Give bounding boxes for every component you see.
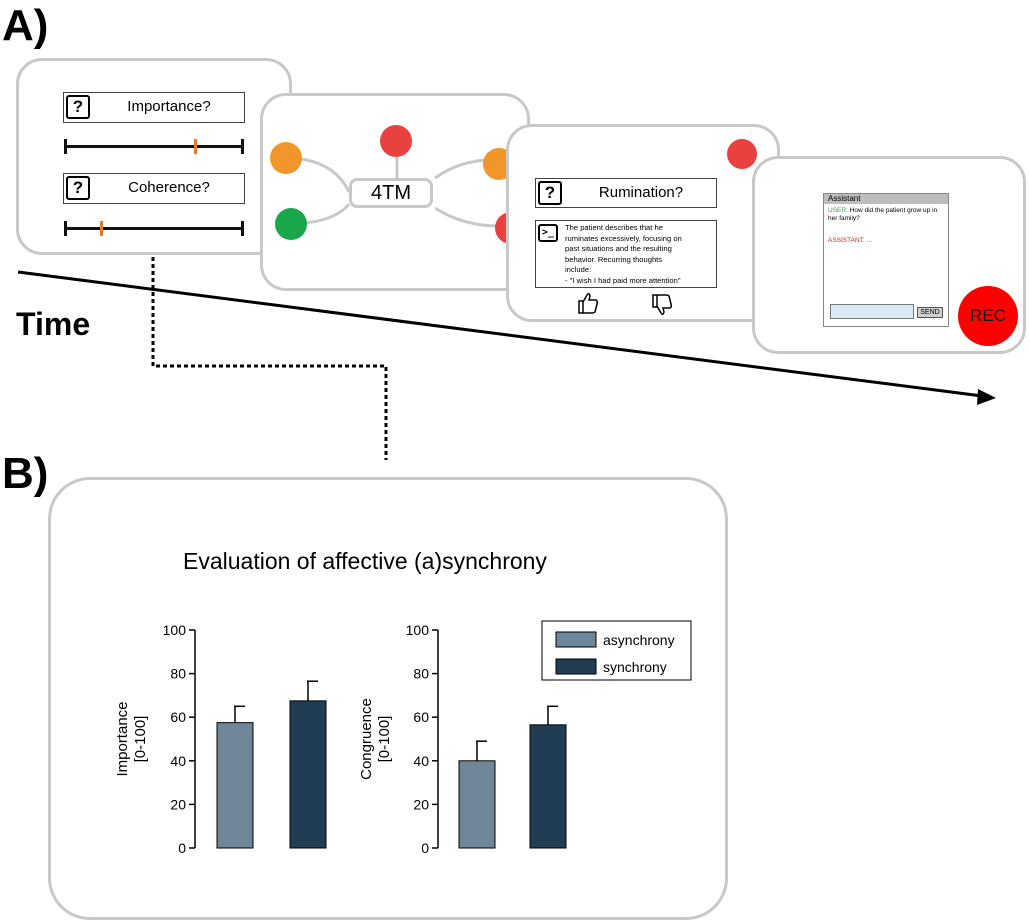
rumination-question-label: Rumination? [598, 184, 684, 201]
assistant-message: ASSISTANT: ... [828, 237, 872, 244]
bar-synchrony [289, 700, 327, 849]
orange-node [270, 142, 302, 174]
bar-synchrony [529, 724, 567, 849]
assistant-card: Assistant USER: How did the patient grow… [752, 156, 1026, 354]
y-tick-label: 0 [421, 840, 429, 856]
user-message: USER: How did the patient grow up in her… [828, 207, 938, 222]
coherence-question-label: Coherence? [128, 179, 210, 196]
y-axis-label: [0-100] [132, 716, 149, 763]
rating-card: ? Importance? ? Coherence? [16, 58, 292, 255]
evaluation-panel: Evaluation of affective (a)synchrony 0 20… [48, 477, 728, 920]
time-arrow [17, 250, 996, 460]
response-card: ? Rumination? >_ The patient describes t… [506, 124, 780, 322]
y-tick-label: 100 [163, 622, 187, 638]
importance-question-label: Importance? [127, 98, 211, 115]
window-titlebar: Assistant [824, 194, 948, 204]
coherence-question: ? Coherence? [63, 173, 245, 204]
y-axis-label: Congruence [358, 698, 375, 780]
legend-swatch-asynchrony [555, 631, 597, 648]
send-button[interactable]: SEND [917, 307, 943, 318]
panel-b-title: Evaluation of affective (a)synchrony [183, 548, 547, 574]
bar-asynchrony [216, 722, 254, 849]
network-card: 4TM [260, 93, 530, 291]
red-node [727, 139, 757, 169]
y-tick-label: 60 [170, 709, 186, 725]
y-tick-label: 60 [413, 709, 429, 725]
legend-label-asynchrony: asynchrony [603, 632, 675, 648]
y-tick-label: 0 [178, 840, 186, 856]
question-icon: ? [66, 176, 90, 200]
green-node [275, 208, 307, 240]
importance-slider[interactable] [64, 139, 244, 154]
coherence-slider[interactable] [64, 221, 244, 236]
assistant-window: Assistant USER: How did the patient grow… [823, 193, 949, 327]
importance-question: ? Importance? [63, 92, 245, 123]
y-tick-label: 20 [170, 796, 186, 812]
chat-input[interactable] [830, 304, 914, 319]
question-icon: ? [66, 95, 90, 119]
importance-slider-handle[interactable] [194, 139, 197, 154]
window-title: Assistant [828, 194, 861, 203]
y-tick-label: 20 [413, 796, 429, 812]
hub-label: 4TM [371, 182, 411, 204]
thumbs-down-icon[interactable] [651, 293, 673, 317]
legend-swatch-synchrony [555, 658, 597, 675]
panel-a-label: A) [2, 1, 49, 50]
bar-asynchrony [458, 760, 496, 849]
record-button[interactable]: REC [958, 286, 1018, 346]
y-tick-label: 40 [170, 753, 186, 769]
time-label: Time [16, 306, 91, 342]
response-box: >_ The patient describes that he ruminat… [535, 220, 717, 288]
evaluation-charts: 020406080100Importance[0-100]02040608010… [114, 620, 692, 856]
y-axis-label: Importance [114, 701, 131, 776]
rumination-question: ? Rumination? [535, 178, 717, 208]
response-text: The patient describes that he ruminates … [565, 223, 682, 285]
y-axis-label: [0-100] [376, 716, 393, 763]
panel-b-label: B) [2, 449, 49, 498]
red-node [380, 125, 412, 157]
coherence-slider-handle[interactable] [100, 221, 103, 236]
question-icon: ? [538, 181, 562, 205]
y-tick-label: 80 [413, 666, 429, 682]
thumbs-up-icon[interactable] [577, 291, 599, 315]
y-tick-label: 40 [413, 753, 429, 769]
y-tick-label: 100 [406, 622, 430, 638]
legend-label-synchrony: synchrony [603, 659, 667, 675]
hub-box: 4TM [349, 178, 433, 208]
terminal-icon: >_ [538, 224, 558, 242]
y-tick-label: 80 [170, 666, 186, 682]
